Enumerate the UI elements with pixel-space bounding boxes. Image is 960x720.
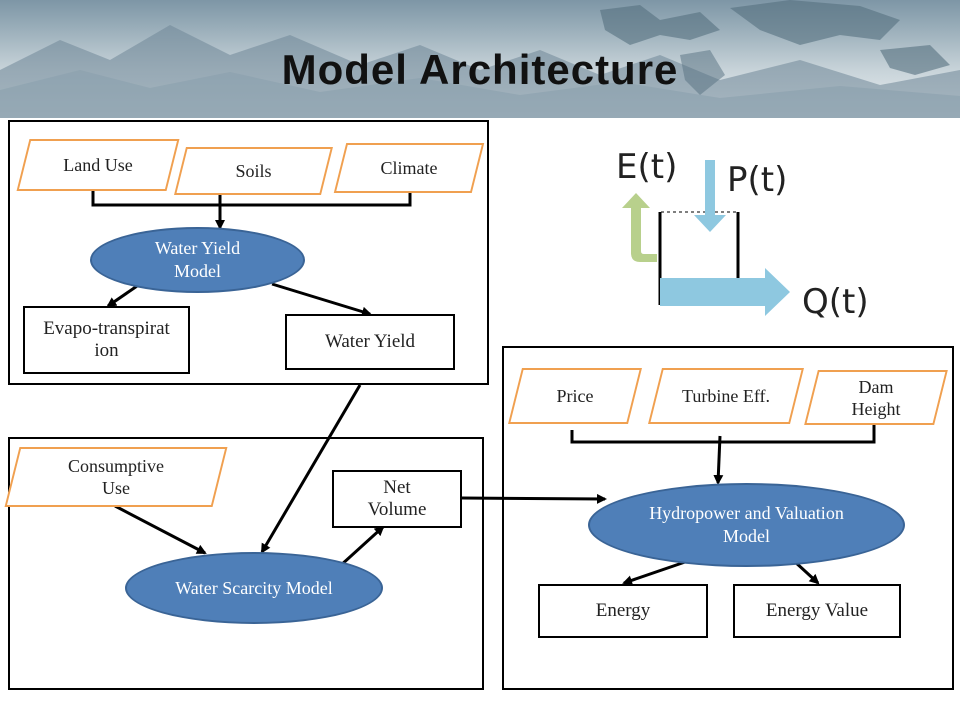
energy-label: Energy <box>595 600 651 621</box>
water-yield-model-label: Water Yield Model <box>154 238 241 281</box>
price-label: Price <box>556 386 594 406</box>
consumptive-use-label: Consumptive Use <box>67 456 164 498</box>
page-title: Model Architecture <box>281 46 679 93</box>
evaporation-label: E(t) <box>616 147 678 187</box>
soils-label: Soils <box>235 161 272 181</box>
net-volume-label: Net Volume <box>367 477 427 520</box>
water-yield-label: Water Yield <box>324 331 416 352</box>
hydropower-model-label: Hydropower and Valuation Model <box>649 503 844 546</box>
climate-input: Climate <box>333 143 485 193</box>
turbine-eff-label: Turbine Eff. <box>681 386 770 406</box>
turbine-eff-input: Turbine Eff. <box>648 368 804 424</box>
climate-label: Climate <box>380 158 438 178</box>
energy-value-output: Energy Value <box>733 584 901 638</box>
hydropower-valuation-model: Hydropower and Valuation Model <box>588 483 905 567</box>
evapotranspiration-output: Evapo-transpiration <box>23 306 190 374</box>
water-yield-model: Water Yield Model <box>90 227 305 293</box>
price-input: Price <box>508 368 642 424</box>
energy-value-label: Energy Value <box>765 600 869 621</box>
mountain-world-map-backdrop <box>0 0 960 118</box>
dam-height-label: Dam Height <box>851 376 901 419</box>
precipitation-label: P(t) <box>727 160 788 200</box>
energy-output: Energy <box>538 584 708 638</box>
dam-height-input: Dam Height <box>804 370 948 425</box>
land-use-label: Land Use <box>63 155 133 175</box>
water-scarcity-model-label: Water Scarcity Model <box>175 577 333 598</box>
water-yield-output: Water Yield <box>285 314 455 370</box>
consumptive-use-input: Consumptive Use <box>4 447 228 507</box>
land-use-input: Land Use <box>16 139 180 191</box>
evapotranspiration-label: Evapo-transpiration <box>43 318 170 361</box>
header-banner <box>0 0 960 118</box>
net-volume-output: Net Volume <box>332 470 462 528</box>
water-scarcity-model: Water Scarcity Model <box>125 552 383 624</box>
soils-input: Soils <box>174 147 333 195</box>
discharge-label: Q(t) <box>802 282 869 322</box>
